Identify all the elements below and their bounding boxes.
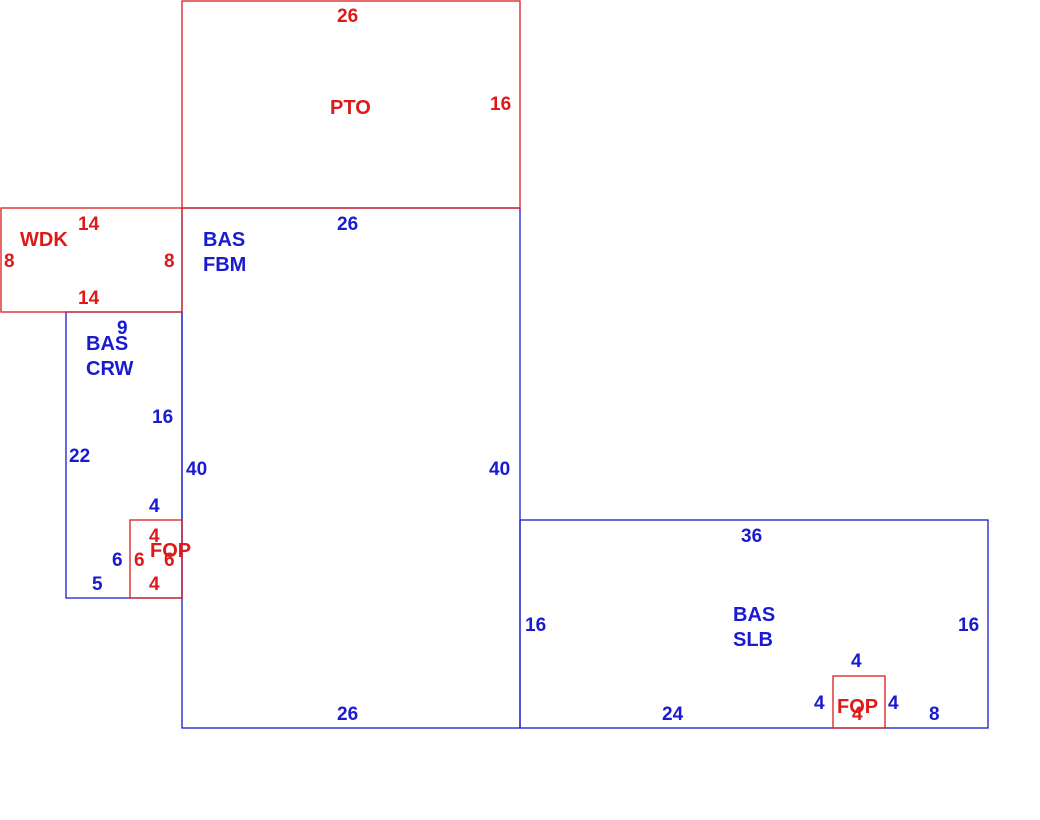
area-fop-right: FOP 4 <box>837 696 878 725</box>
slb-dim-right: 16 <box>958 615 979 636</box>
fbm-outline <box>181 207 521 729</box>
crw-dim-bottom: 5 <box>92 574 103 595</box>
wdk-dim-top: 14 <box>78 214 100 235</box>
fbm-dim-top: 26 <box>337 214 358 235</box>
fop-right-label: FOP <box>837 696 878 718</box>
crw-dim-inner-top: 4 <box>149 496 160 517</box>
pto-dim-right: 16 <box>490 94 511 115</box>
wdk-outline <box>0 207 183 313</box>
pto-label: PTO <box>330 97 371 119</box>
slb-dim-notch-right: 4 <box>888 693 899 714</box>
area-fbm: BAS FBM 26 40 40 26 <box>186 214 510 725</box>
wdk-dim-left: 8 <box>4 251 15 272</box>
area-pto: PTO 26 16 <box>330 6 511 119</box>
slb-dim-top: 36 <box>741 526 762 547</box>
fbm-dim-right: 40 <box>489 459 510 480</box>
crw-label-line2: CRW <box>86 358 134 380</box>
area-crw: BAS CRW 9 16 22 4 6 5 <box>69 318 173 595</box>
slb-dim-bottom: 24 <box>662 704 684 725</box>
fop-right-outline <box>832 675 886 729</box>
fop-left-dim-top: 4 <box>149 526 160 547</box>
fop-left-dim-left: 6 <box>134 550 145 571</box>
wdk-label: WDK <box>20 229 68 251</box>
slb-label-line1: BAS <box>733 604 775 626</box>
fbm-label-line2: FBM <box>203 254 246 276</box>
fop-left-dim-right: 6 <box>164 550 175 571</box>
slb-dim-left: 16 <box>525 615 546 636</box>
slb-dim-bottom-right: 8 <box>929 704 940 725</box>
crw-dim-left: 22 <box>69 446 90 467</box>
crw-dim-right: 16 <box>152 407 173 428</box>
area-slb: BAS SLB 36 16 16 4 24 4 4 8 <box>525 526 979 725</box>
wdk-dim-right: 8 <box>164 251 175 272</box>
slb-dim-notch-left: 4 <box>814 693 825 714</box>
slb-label-line2: SLB <box>733 629 773 651</box>
fop-left-label: FOP <box>150 540 191 562</box>
pto-dim-top: 26 <box>337 6 358 27</box>
wdk-dim-bottom: 14 <box>78 288 100 309</box>
area-wdk: WDK 14 8 8 14 <box>4 214 175 309</box>
fop-left-outline <box>129 519 183 599</box>
area-fop-left: FOP 4 6 6 4 <box>134 526 191 595</box>
slb-dim-notch-top: 4 <box>851 651 862 672</box>
slb-outline <box>519 519 989 729</box>
fop-left-dim-bottom: 4 <box>149 574 160 595</box>
fop-right-dim-bottom: 4 <box>852 704 863 725</box>
crw-dim-top: 9 <box>117 318 128 339</box>
fbm-dim-bottom: 26 <box>337 704 358 725</box>
fbm-label-line1: BAS <box>203 229 245 251</box>
pto-outline <box>181 0 521 209</box>
crw-dim-inner-left: 6 <box>112 550 123 571</box>
crw-label-line1: BAS <box>86 333 128 355</box>
fbm-dim-left: 40 <box>186 459 207 480</box>
